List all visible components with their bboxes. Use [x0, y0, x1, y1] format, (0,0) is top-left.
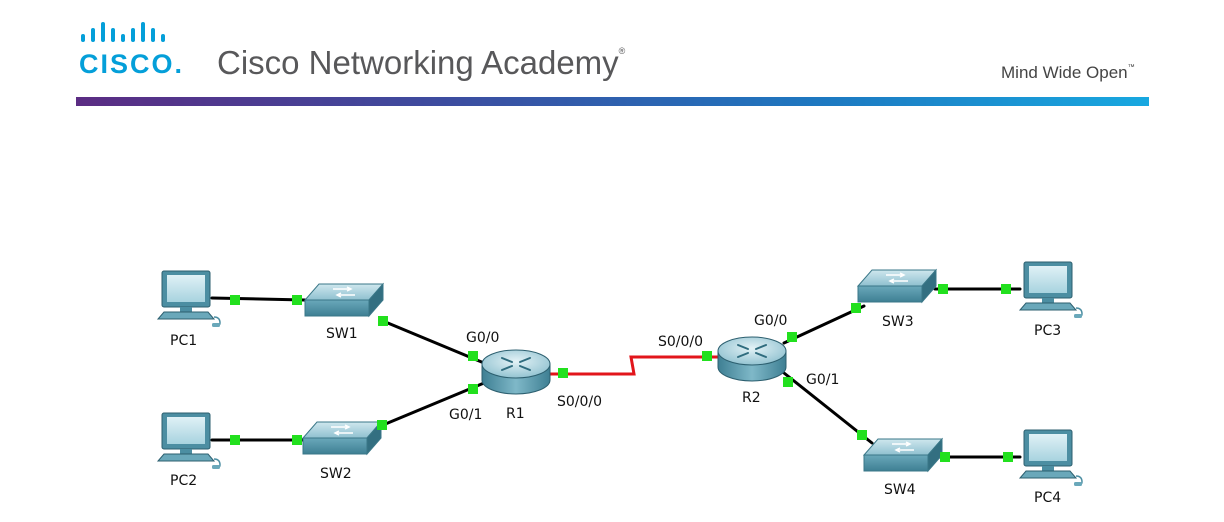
sw1-label: SW1 — [326, 326, 358, 342]
light-pc3 — [1001, 284, 1011, 294]
light-sw4-left — [857, 430, 867, 440]
sw1-icon[interactable] — [304, 283, 384, 317]
sw3-icon[interactable] — [857, 269, 937, 303]
brand-title: Cisco Networking Academy® — [217, 44, 625, 82]
r1-g01-label: G0/1 — [449, 407, 482, 423]
light-r2-g01 — [783, 377, 793, 387]
cisco-bars-logo — [81, 22, 165, 42]
sw3-label: SW3 — [882, 314, 914, 330]
r1-s000-label: S0/0/0 — [557, 394, 602, 410]
light-sw2-right — [377, 420, 387, 430]
light-r2-g00 — [787, 332, 797, 342]
link-lights — [230, 284, 1013, 462]
light-sw1-right — [378, 316, 388, 326]
trademark-mark: ™ — [1127, 64, 1135, 71]
serial-link-r1-r2 — [550, 355, 718, 376]
pc4-label: PC4 — [1034, 490, 1061, 506]
pc1-label: PC1 — [170, 333, 197, 349]
r2-icon[interactable] — [717, 336, 787, 382]
link-sw1-r1 — [381, 319, 486, 365]
r2-label: R2 — [742, 390, 761, 406]
pc1-icon[interactable] — [157, 270, 221, 328]
r1-label: R1 — [506, 406, 525, 422]
light-sw4-right — [940, 452, 950, 462]
sw4-label: SW4 — [884, 482, 916, 498]
tagline: Mind Wide Open™ — [1001, 63, 1135, 83]
link-r2-sw3 — [782, 304, 866, 345]
light-sw3-left — [851, 303, 861, 313]
pc2-icon[interactable] — [157, 412, 221, 470]
r2-g00-label: G0/0 — [754, 313, 787, 329]
brand-title-text: Cisco Networking Academy — [217, 44, 619, 81]
light-pc2 — [230, 435, 240, 445]
light-sw1-left — [292, 295, 302, 305]
pc3-icon[interactable] — [1019, 261, 1083, 319]
light-sw3-right — [938, 284, 948, 294]
light-r1-s000 — [558, 368, 568, 378]
light-pc1 — [230, 295, 240, 305]
pc4-icon[interactable] — [1019, 429, 1083, 487]
r1-icon[interactable] — [481, 349, 551, 395]
r2-s000-label: S0/0/0 — [658, 334, 703, 350]
light-r2-s000 — [702, 351, 712, 361]
light-sw2-left — [292, 435, 302, 445]
header-gradient-bar — [76, 97, 1149, 106]
link-sw2-r1 — [381, 381, 486, 427]
cisco-wordmark: CISCO. — [79, 49, 185, 79]
light-r1-g01 — [468, 384, 478, 394]
page-header: CISCO. Cisco Networking Academy® Mind Wi… — [0, 0, 1224, 110]
link-pc1-sw1 — [210, 296, 307, 302]
sw2-icon[interactable] — [302, 421, 382, 455]
light-pc4 — [1003, 452, 1013, 462]
sw4-icon[interactable] — [863, 438, 943, 472]
light-r1-g00 — [468, 351, 478, 361]
tagline-text: Mind Wide Open — [1001, 63, 1128, 82]
r2-g01-label: G0/1 — [806, 372, 839, 388]
r1-g00-label: G0/0 — [466, 330, 499, 346]
pc3-label: PC3 — [1034, 323, 1061, 339]
pc2-label: PC2 — [170, 473, 197, 489]
sw2-label: SW2 — [320, 466, 352, 482]
registered-mark: ® — [618, 46, 626, 56]
